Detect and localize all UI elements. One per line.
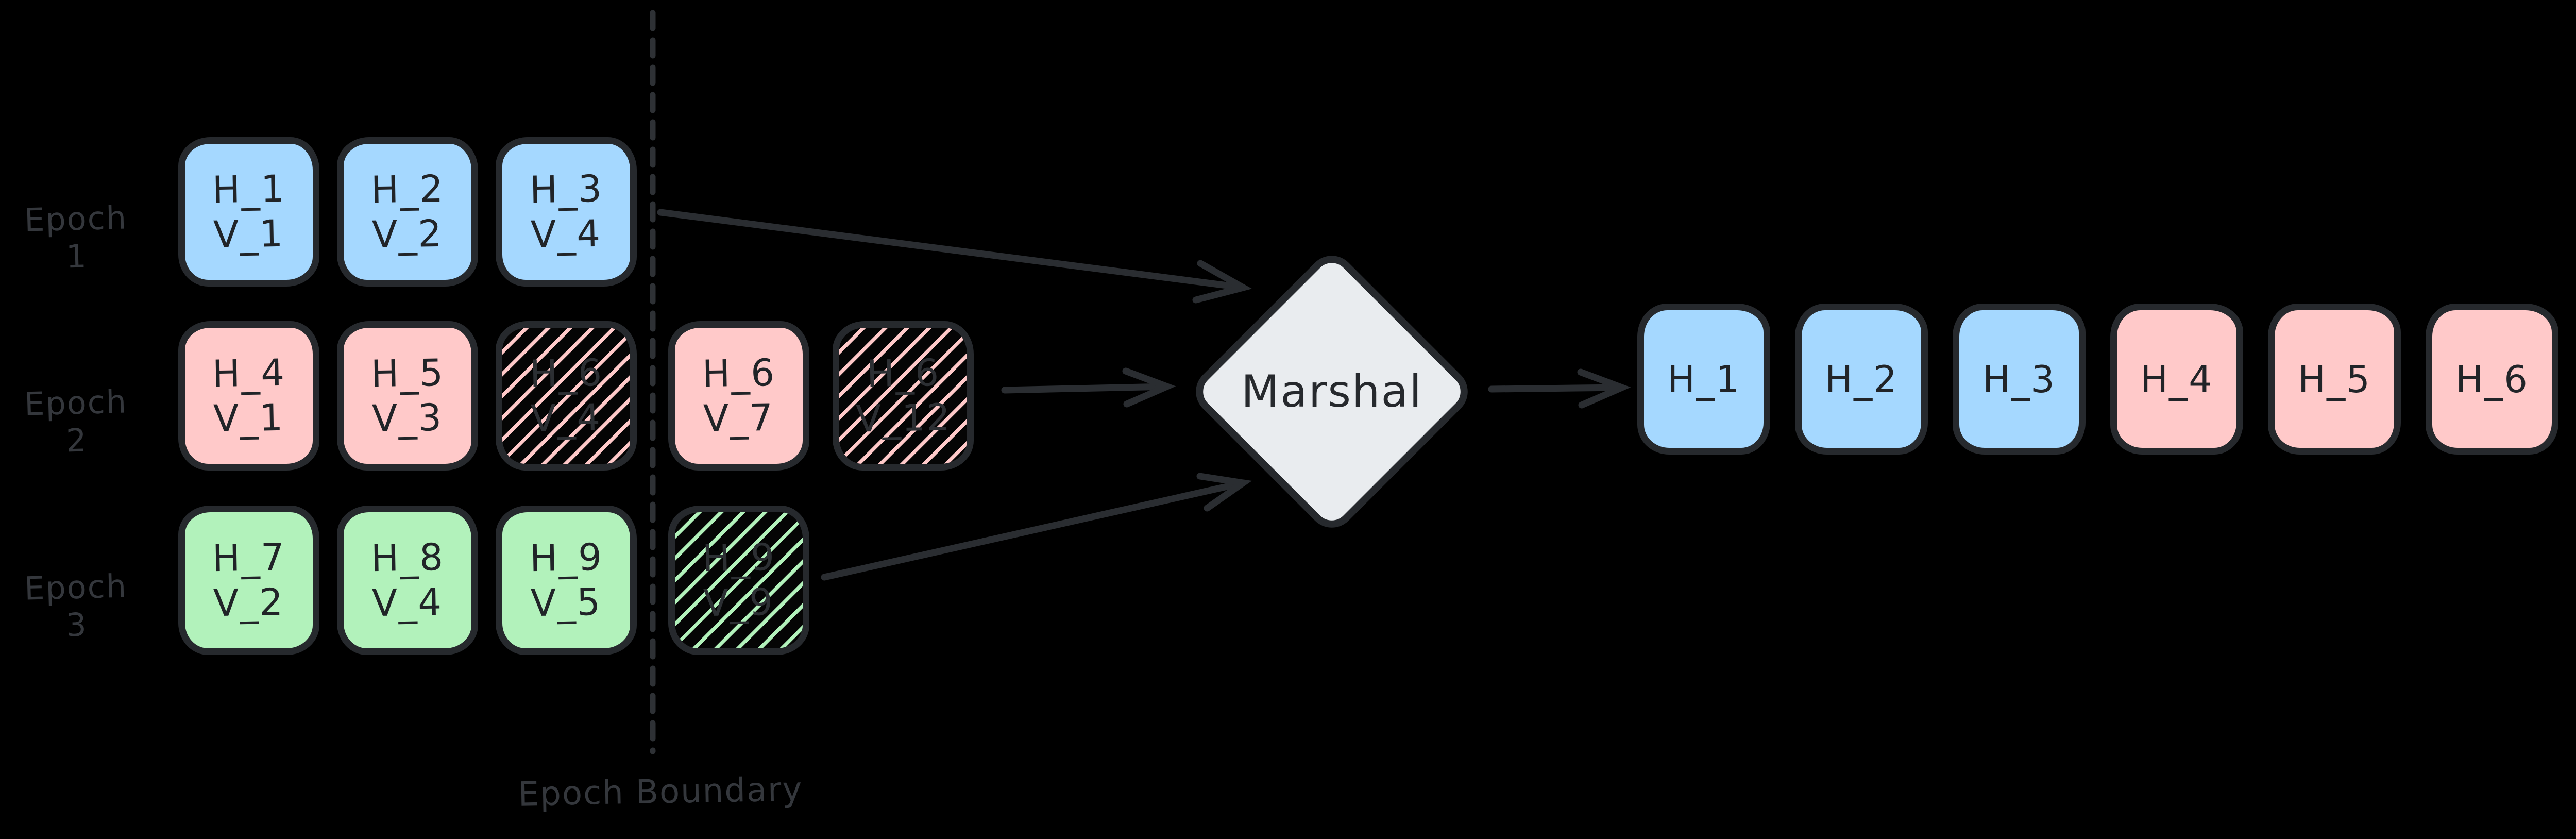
epoch2-box-h5v3: H_5 V_3: [337, 321, 478, 471]
box-line-top: H_2: [370, 166, 445, 212]
epoch2-box-h6v12-dropped: H_6 V_12: [833, 321, 974, 471]
box-line-top: H_6: [702, 350, 776, 396]
output-box-h2: H_2: [1795, 304, 1928, 455]
epoch2-box-h6v7: H_6 V_7: [668, 321, 809, 471]
output-box-h3: H_3: [1953, 304, 2086, 455]
output-box-label: H_3: [1982, 357, 2056, 401]
box-line-top: H_8: [370, 535, 445, 580]
arrow-marshal-to-output: [1488, 368, 1631, 409]
epoch1-box-h1v1: H_1 V_1: [178, 137, 319, 287]
box-line-top: H_6: [866, 350, 940, 396]
epoch2-box-h4v1: H_4 V_1: [178, 321, 319, 471]
epoch-3-label: Epoch 3: [24, 567, 128, 644]
box-line-bottom: V_2: [213, 580, 285, 625]
output-box-h6: H_6: [2426, 304, 2558, 455]
box-line-top: H_7: [212, 535, 286, 580]
output-box-label: H_1: [1667, 357, 1740, 401]
epoch1-box-h2v2: H_2 V_2: [337, 137, 478, 287]
epoch1-box-h3v4: H_3 V_4: [496, 137, 637, 287]
arrow-epoch2-to-marshal: [1001, 367, 1176, 408]
epoch3-box-h9v5: H_9 V_5: [496, 506, 637, 655]
epoch2-box-h6v4-dropped: H_6 V_4: [496, 321, 637, 471]
box-line-bottom: V_1: [213, 395, 285, 441]
box-line-bottom: V_4: [371, 580, 444, 625]
output-box-h5: H_5: [2268, 304, 2401, 455]
output-box-h4: H_4: [2110, 304, 2243, 455]
box-line-bottom: V_3: [371, 395, 444, 441]
box-line-bottom: V_1: [213, 211, 285, 257]
box-line-bottom: V_2: [371, 211, 444, 257]
epoch3-box-h8v4: H_8 V_4: [337, 506, 478, 655]
box-line-bottom: V_4: [530, 211, 602, 257]
box-line-top: H_9: [529, 535, 603, 580]
box-line-top: H_1: [212, 166, 286, 212]
box-line-bottom: V_9: [703, 580, 775, 625]
box-line-bottom: V_12: [855, 395, 952, 441]
epoch3-box-h7v2: H_7 V_2: [178, 506, 319, 655]
box-line-top: H_9: [702, 535, 776, 580]
box-line-top: H_3: [529, 166, 603, 212]
output-box-label: H_6: [2455, 357, 2529, 401]
output-box-label: H_2: [1825, 357, 1898, 401]
box-line-bottom: V_7: [703, 395, 775, 441]
box-line-top: H_4: [212, 350, 286, 396]
box-line-bottom: V_4: [530, 395, 602, 441]
box-line-top: H_6: [529, 350, 603, 396]
epoch-2-label: Epoch 2: [24, 382, 128, 460]
output-box-h1: H_1: [1637, 304, 1770, 455]
output-box-label: H_4: [2140, 357, 2213, 401]
marshal-label: Marshal: [1241, 365, 1423, 417]
epoch-1-label: Epoch 1: [24, 198, 128, 276]
epoch-boundary-label: Epoch Boundary: [518, 770, 803, 814]
box-line-bottom: V_5: [530, 580, 602, 625]
epoch3-box-h9v9-dropped: H_9 V_9: [668, 506, 809, 655]
arrow-epoch3-to-marshal: [821, 473, 1252, 581]
arrow-epoch1-to-marshal: [657, 209, 1252, 304]
output-box-label: H_5: [2298, 357, 2371, 401]
box-line-top: H_5: [370, 350, 445, 396]
